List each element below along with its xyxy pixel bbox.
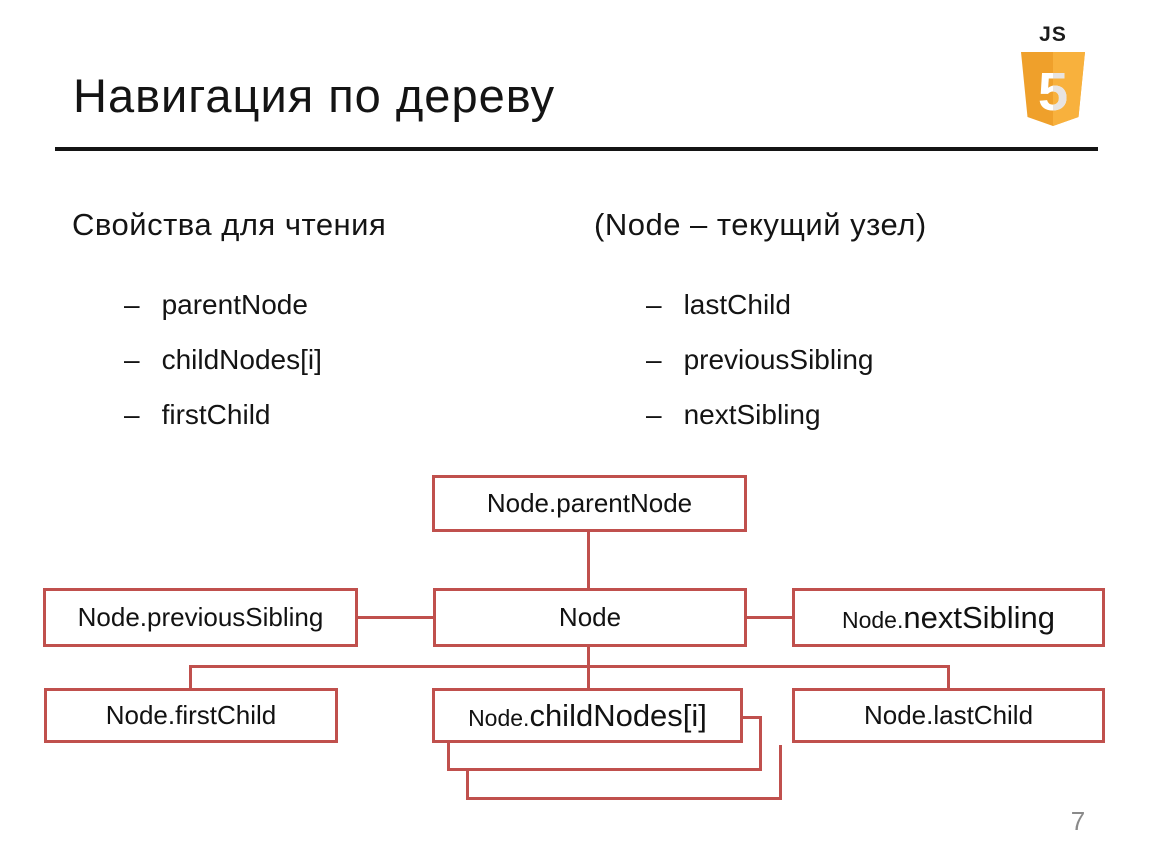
connector-previoussibling-to-node — [358, 616, 433, 619]
bullet-dash: – — [646, 288, 662, 320]
connector-children-bus — [189, 665, 950, 668]
diagram-box-node: Node — [433, 588, 747, 647]
childnodes-loop-inner-bottom — [447, 768, 762, 771]
bullet-label: lastChild — [683, 288, 791, 320]
box-label-prefix: Node. — [468, 704, 530, 731]
box-label: Node.parentNode — [486, 488, 693, 518]
page-number: 7 — [1070, 806, 1086, 836]
connector-bus-to-firstchild — [189, 665, 192, 688]
bullet-label: previousSibling — [683, 343, 874, 375]
bullet-dash: – — [124, 288, 140, 320]
column-header: Свойства для чтения — [72, 207, 387, 242]
box-label: Node — [558, 602, 622, 632]
bullet-dash: – — [646, 343, 662, 375]
childnodes-loop-outer-left — [466, 768, 469, 800]
box-label-prefix: Node. — [841, 606, 904, 633]
childnodes-loop-outer-bottom — [466, 797, 782, 800]
shield-digit-shaded: 5 — [1038, 62, 1068, 122]
bullet-list: – parentNode – childNodes[i] – firstChil… — [72, 277, 542, 442]
bullet-label: parentNode — [161, 288, 308, 320]
bullet-item: – nextSibling — [594, 387, 1074, 442]
column-header: (Node – текущий узел) — [594, 207, 927, 242]
bullet-dash: – — [646, 398, 662, 430]
diagram-box-previous-sibling: Node.previousSibling — [43, 588, 358, 647]
page-title: Навигация по дереву — [73, 69, 556, 122]
bullet-list: – lastChild – previousSibling – nextSibl… — [594, 277, 1074, 442]
column-reading-properties: Свойства для чтения – parentNode – child… — [72, 207, 542, 442]
childnodes-loop-outer-right — [779, 745, 782, 800]
title-underline — [55, 147, 1098, 151]
connector-bus-to-lastchild — [947, 665, 950, 688]
shield-icon: JS 5 5 — [1021, 23, 1085, 126]
bullet-item: – parentNode — [72, 277, 542, 332]
box-label: nextSibling — [903, 599, 1056, 635]
connector-parentnode-to-node — [587, 532, 590, 588]
box-label: Node.lastChild — [863, 700, 1034, 730]
childnodes-loop-inner-left — [447, 743, 450, 771]
bullet-label: firstChild — [161, 398, 271, 430]
diagram-box-last-child: Node.lastChild — [792, 688, 1105, 743]
shield-digit: 5 — [1038, 62, 1068, 122]
diagram-box-next-sibling: Node.nextSibling — [792, 588, 1105, 647]
diagram-box-parent-node: Node.parentNode — [432, 475, 747, 532]
shield-right-half — [1053, 52, 1085, 126]
js-logo-label: JS — [1039, 23, 1067, 46]
box-label: childNodes[i] — [529, 697, 707, 733]
diagram-box-first-child: Node.firstChild — [44, 688, 338, 743]
bullet-item: – firstChild — [72, 387, 542, 442]
column-current-node: (Node – текущий узел) – lastChild – prev… — [594, 207, 1074, 442]
js-html5-logo: JS 5 5 — [1014, 22, 1092, 134]
box-label: Node.firstChild — [105, 700, 277, 730]
bullet-item: – childNodes[i] — [72, 332, 542, 387]
bullet-item: – lastChild — [594, 277, 1074, 332]
childnodes-loop-inner-right — [759, 716, 762, 771]
bullet-item: – previousSibling — [594, 332, 1074, 387]
bullet-dash: – — [124, 343, 140, 375]
box-label: Node.previousSibling — [77, 602, 324, 632]
connector-node-to-nextsibling — [747, 616, 792, 619]
bullet-label: childNodes[i] — [161, 343, 322, 375]
bullet-label: nextSibling — [683, 398, 821, 430]
diagram-box-child-nodes: Node.childNodes[i] — [432, 688, 743, 743]
childnodes-loop-inner-stub — [743, 716, 762, 719]
bullet-dash: – — [124, 398, 140, 430]
